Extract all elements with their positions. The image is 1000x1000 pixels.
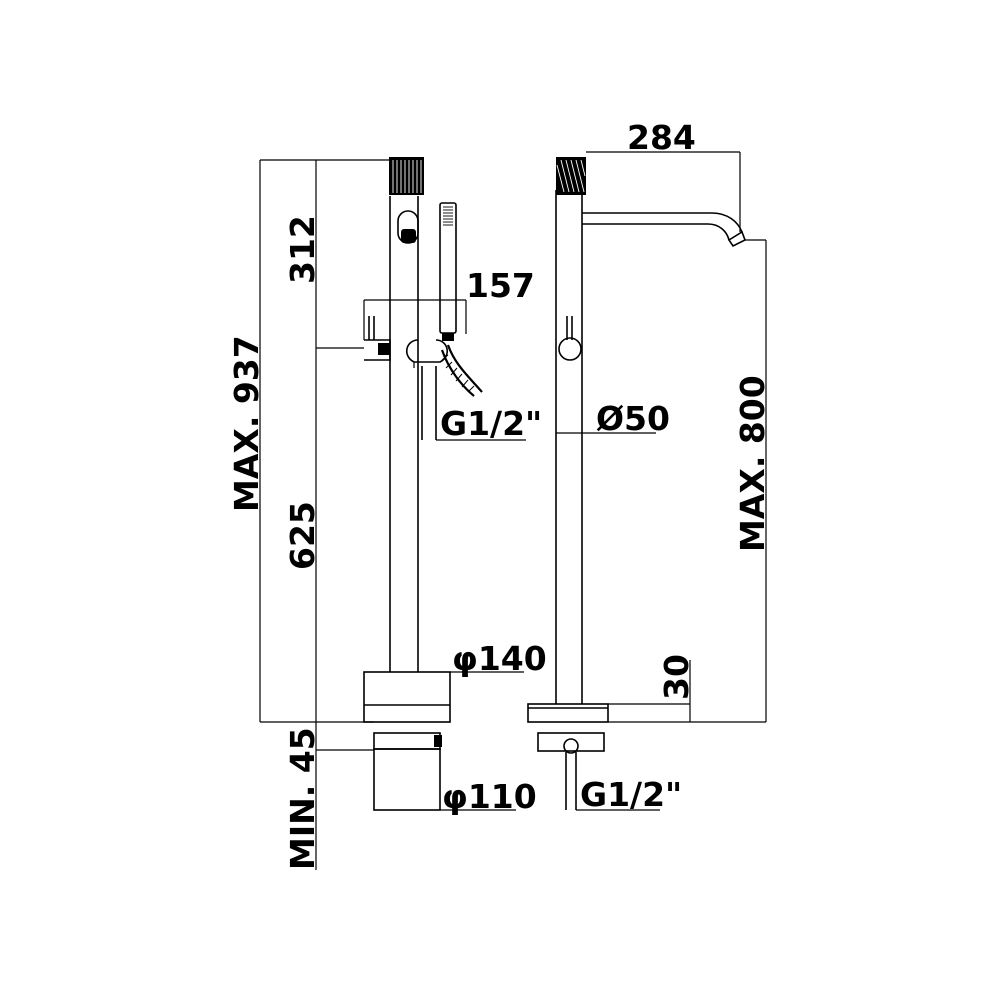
spout-outlet-front [397, 210, 419, 244]
mixer-lever-front [364, 316, 448, 368]
dim-hand-shower: 157 [466, 266, 535, 305]
shower-hose [440, 344, 483, 397]
knurled-cap-side [556, 157, 586, 195]
dim-foot-diameter: φ110 [442, 777, 537, 816]
base-block-front [363, 671, 524, 723]
dim-pipe-diameter: Ø50 [596, 399, 670, 438]
dim-inlet-left: G1/2" [440, 404, 542, 443]
hand-shower [439, 202, 457, 341]
front-view [259, 157, 526, 870]
dim-top-section: 312 [283, 215, 322, 284]
knurled-cap-front [389, 157, 424, 195]
base-plate-side [527, 660, 766, 723]
side-view [527, 151, 767, 811]
dim-spout-reach: 284 [627, 118, 696, 157]
spout-arm [582, 151, 747, 248]
foot-side [537, 732, 660, 811]
dim-overall-height: MAX. 937 [227, 335, 266, 512]
dim-bottom-section: 625 [283, 501, 322, 570]
foot-front [373, 732, 516, 811]
dim-min-depth: MIN. 45 [283, 727, 322, 870]
mixer-lever-side [558, 316, 582, 361]
dim-base-height: 30 [657, 654, 696, 700]
dim-base-diameter: φ140 [452, 639, 547, 678]
dim-spout-height: MAX. 800 [733, 375, 772, 552]
dim-inlet-right: G1/2" [580, 775, 682, 814]
left-dimension-lines [259, 159, 390, 870]
